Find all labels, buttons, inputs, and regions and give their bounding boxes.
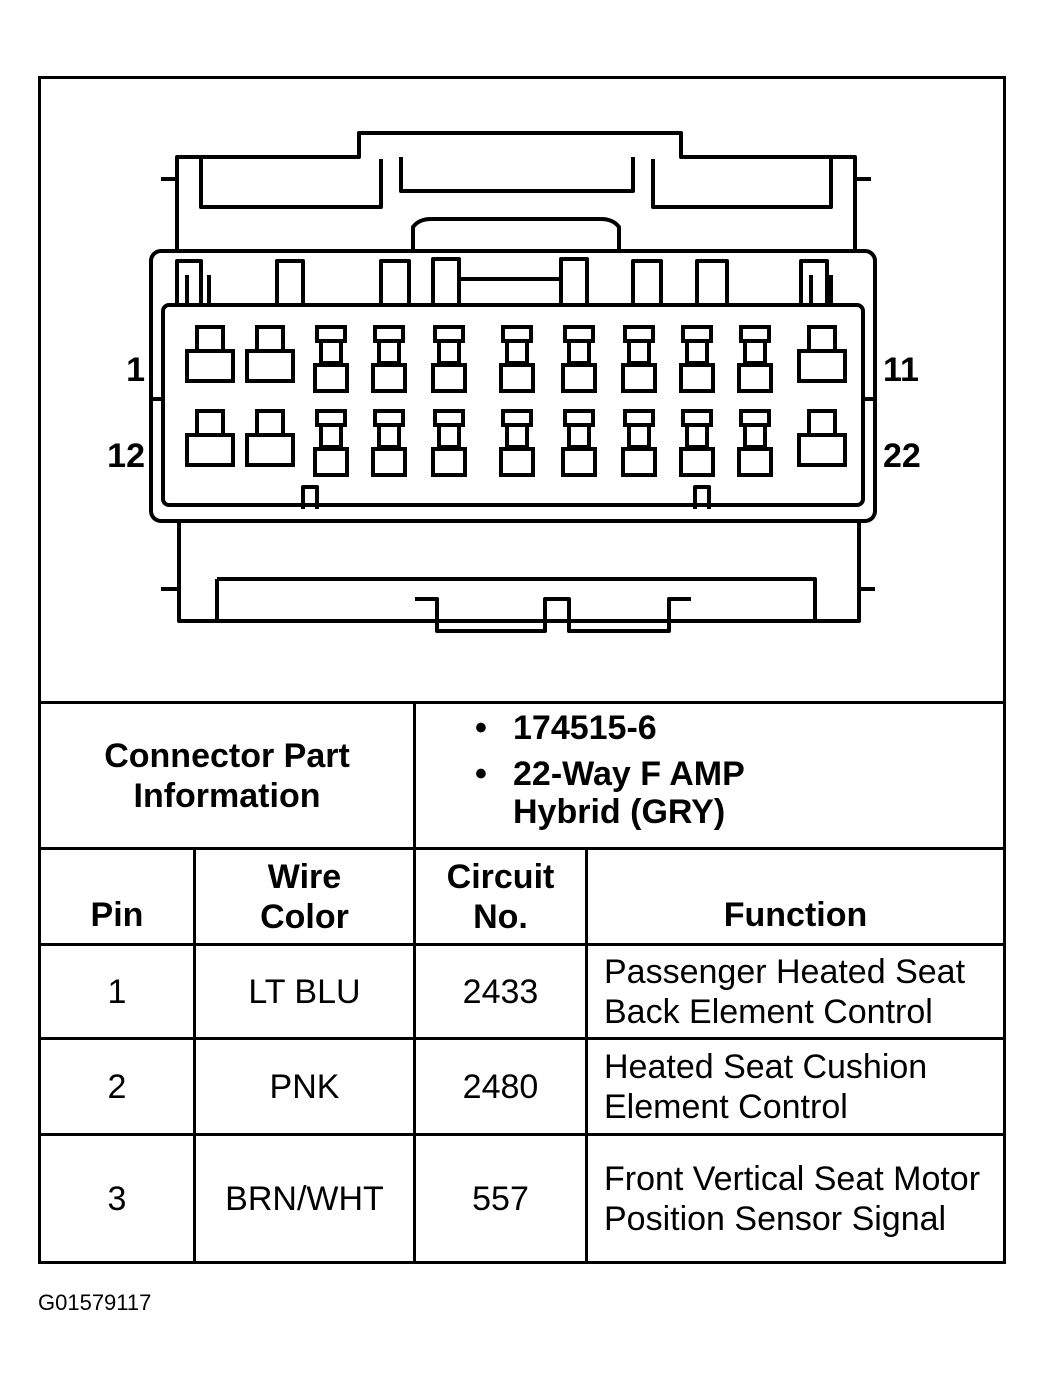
table-row-3-function: Front Vertical Seat Motor Position Senso… bbox=[604, 1159, 981, 1238]
cavity-narrow-terminal bbox=[499, 363, 535, 393]
connector-description: 22-Way F AMP Hybrid (GRY) bbox=[473, 755, 813, 831]
connector-figure-frame: 1 12 11 22 Connector Part Information 17… bbox=[38, 76, 1006, 1264]
rule bbox=[41, 847, 1003, 850]
cavity-narrow-terminal bbox=[561, 447, 597, 477]
cavity-narrow-top bbox=[373, 325, 405, 343]
cavity-narrow-stem bbox=[437, 339, 461, 365]
part-info-label: Connector Part Information bbox=[104, 736, 350, 815]
cavity-narrow-top bbox=[681, 325, 713, 343]
pin-label-1: 1 bbox=[126, 351, 145, 389]
table-row-2-pin: 2 bbox=[107, 1067, 127, 1106]
table-row-2-function: Heated Seat Cushion Element Control bbox=[604, 1047, 928, 1126]
rule bbox=[41, 1133, 1003, 1136]
cavity-latch bbox=[807, 325, 837, 353]
cavity-narrow-stem bbox=[505, 423, 529, 449]
table-row-1-circuit: 2433 bbox=[462, 972, 539, 1011]
cavity-narrow-top bbox=[315, 325, 347, 343]
cavity-narrow-stem bbox=[743, 339, 767, 365]
cavity-narrow-stem bbox=[685, 423, 709, 449]
cavity-narrow-terminal bbox=[621, 363, 657, 393]
cavity-narrow-stem bbox=[319, 423, 343, 449]
header-function: Function bbox=[723, 896, 868, 934]
cavity-narrow-stem bbox=[437, 423, 461, 449]
cavity-narrow-top bbox=[501, 409, 533, 427]
cavity-narrow-top bbox=[433, 409, 465, 427]
cavity-narrow-stem bbox=[319, 339, 343, 365]
cavity-large bbox=[245, 433, 295, 467]
table-row-1-wire-color: LT BLU bbox=[248, 972, 361, 1011]
cavity-narrow-top bbox=[739, 409, 771, 427]
cavity-narrow-stem bbox=[627, 339, 651, 365]
cavity-narrow-top bbox=[563, 325, 595, 343]
rule bbox=[413, 701, 416, 1263]
rule bbox=[41, 943, 1003, 946]
part-info-values: 174515-6 22-Way F AMP Hybrid (GRY) bbox=[473, 709, 993, 845]
cavity-narrow-stem bbox=[685, 339, 709, 365]
table-row-1-pin: 1 bbox=[107, 972, 127, 1011]
cavity-narrow-top bbox=[501, 325, 533, 343]
rule bbox=[41, 701, 1003, 704]
cavity-narrow-top bbox=[373, 409, 405, 427]
cavity-narrow-stem bbox=[505, 339, 529, 365]
cavity-latch bbox=[195, 325, 225, 353]
cavity-narrow-stem bbox=[627, 423, 651, 449]
cavity-narrow-terminal bbox=[431, 363, 467, 393]
cavity-narrow-terminal bbox=[313, 363, 349, 393]
table-row-3-pin: 3 bbox=[107, 1179, 127, 1218]
cavity-narrow-stem bbox=[567, 423, 591, 449]
cavity-narrow-top bbox=[739, 325, 771, 343]
table-row-1-function: Passenger Heated Seat Back Element Contr… bbox=[604, 952, 966, 1031]
rule bbox=[585, 847, 588, 1263]
pin-label-22: 22 bbox=[883, 437, 921, 475]
cavity-narrow-terminal bbox=[313, 447, 349, 477]
cavity-narrow-terminal bbox=[737, 447, 773, 477]
cavity-narrow-stem bbox=[377, 423, 401, 449]
connector-face-drawing: 1 12 11 22 bbox=[107, 131, 921, 633]
cavity-narrow-terminal bbox=[371, 363, 407, 393]
table-row-2-circuit: 2480 bbox=[462, 1067, 539, 1106]
cavity-latch bbox=[255, 409, 285, 437]
header-circuit-no: Circuit No. bbox=[446, 857, 555, 936]
table-row-2-wire-color: PNK bbox=[269, 1067, 340, 1106]
cavity-large bbox=[245, 349, 295, 383]
cavity-narrow-top bbox=[623, 409, 655, 427]
cavity-narrow-terminal bbox=[679, 447, 715, 477]
cavity-narrow-stem bbox=[377, 339, 401, 365]
rule bbox=[41, 1037, 1003, 1040]
cavity-narrow-top bbox=[433, 325, 465, 343]
part-info-list: 174515-6 22-Way F AMP Hybrid (GRY) bbox=[473, 709, 813, 845]
cavity-latch bbox=[195, 409, 225, 437]
cavity-narrow-top bbox=[563, 409, 595, 427]
cavity-narrow-top bbox=[315, 409, 347, 427]
cavity-narrow-terminal bbox=[371, 447, 407, 477]
cavity-narrow-stem bbox=[743, 423, 767, 449]
cavity-narrow-top bbox=[623, 325, 655, 343]
cavity-narrow-stem bbox=[567, 339, 591, 365]
figure-code: G01579117 bbox=[38, 1290, 152, 1315]
cavity-large bbox=[185, 349, 235, 383]
header-pin: Pin bbox=[90, 896, 144, 934]
cavity-large bbox=[185, 433, 235, 467]
cavity-large bbox=[797, 433, 847, 467]
table-row-3-circuit: 557 bbox=[472, 1179, 529, 1218]
pin-label-11: 11 bbox=[883, 351, 919, 389]
cavity-large bbox=[797, 349, 847, 383]
header-wire-color: Wire Color bbox=[260, 857, 349, 936]
cavity-narrow-terminal bbox=[679, 363, 715, 393]
cavity-narrow-terminal bbox=[499, 447, 535, 477]
cavity-narrow-terminal bbox=[561, 363, 597, 393]
cavity-latch bbox=[807, 409, 837, 437]
cavity-narrow-terminal bbox=[737, 363, 773, 393]
cavity-narrow-terminal bbox=[431, 447, 467, 477]
part-number: 174515-6 bbox=[473, 709, 813, 747]
cavity-latch bbox=[255, 325, 285, 353]
cavity-narrow-terminal bbox=[621, 447, 657, 477]
rule bbox=[193, 847, 196, 1263]
table-row-3-wire-color: BRN/WHT bbox=[225, 1179, 384, 1218]
cavity-narrow-top bbox=[681, 409, 713, 427]
pin-label-12: 12 bbox=[107, 437, 145, 475]
